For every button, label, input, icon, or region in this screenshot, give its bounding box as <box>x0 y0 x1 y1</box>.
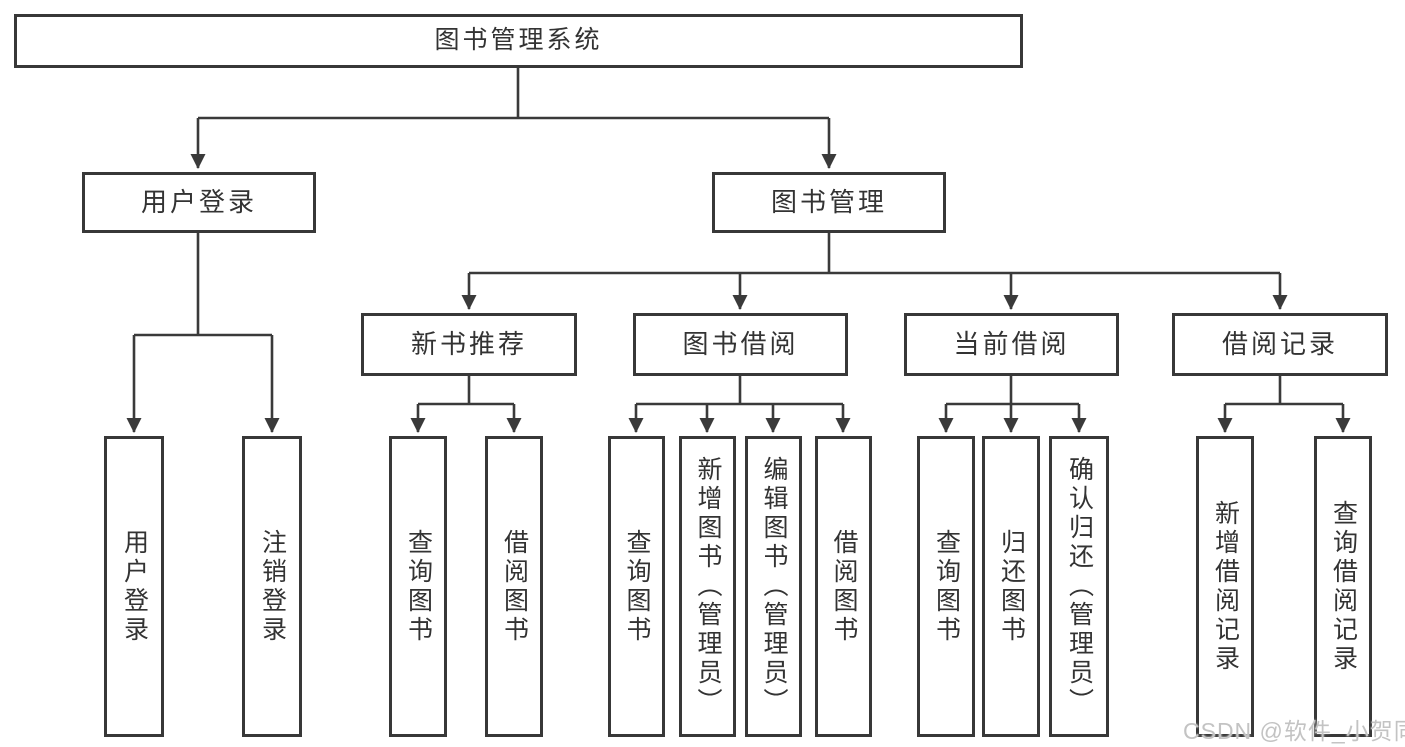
csdn-watermark: CSDN @软件_小贺同学 <box>1183 718 1405 744</box>
connector-currentborrow-stem <box>946 376 1079 406</box>
leaf-return-books: 归还图书 <box>982 436 1040 737</box>
connector-root-stem <box>198 68 829 120</box>
node-current-borrowing: 当前借阅 <box>904 313 1119 376</box>
leaf-confirm-return-admin: 确认归还（管理员） <box>1049 436 1109 737</box>
leaf-add-borrowing-record: 新增借阅记录 <box>1196 436 1254 737</box>
node-book-borrowing: 图书借阅 <box>633 313 848 376</box>
node-root-library-system: 图书管理系统 <box>14 14 1023 68</box>
leaf-query-books-recommendation: 查询图书 <box>389 436 447 737</box>
connector-userlogin-stem <box>134 233 272 337</box>
connector-newbookrec-stem <box>418 376 514 406</box>
connector-bookborrow-stem <box>636 376 843 406</box>
node-book-management: 图书管理 <box>712 172 946 233</box>
leaf-query-borrowing-record: 查询借阅记录 <box>1314 436 1372 737</box>
node-new-book-recommendation: 新书推荐 <box>361 313 577 376</box>
node-user-login: 用户登录 <box>82 172 316 233</box>
leaf-query-books-borrowing: 查询图书 <box>608 436 665 737</box>
connector-bookmgmt-stem <box>469 233 1280 275</box>
leaf-logout: 注销登录 <box>242 436 302 737</box>
leaf-add-books-admin: 新增图书（管理员） <box>679 436 736 737</box>
leaf-query-books-current: 查询图书 <box>917 436 975 737</box>
leaf-borrow-books-borrowing: 借阅图书 <box>815 436 872 737</box>
node-borrowing-records: 借阅记录 <box>1172 313 1388 376</box>
leaf-edit-books-admin: 编辑图书（管理员） <box>745 436 802 737</box>
leaf-user-login: 用户登录 <box>104 436 164 737</box>
connector-borrowrecords-stem <box>1225 376 1343 406</box>
leaf-borrow-books-recommendation: 借阅图书 <box>485 436 543 737</box>
